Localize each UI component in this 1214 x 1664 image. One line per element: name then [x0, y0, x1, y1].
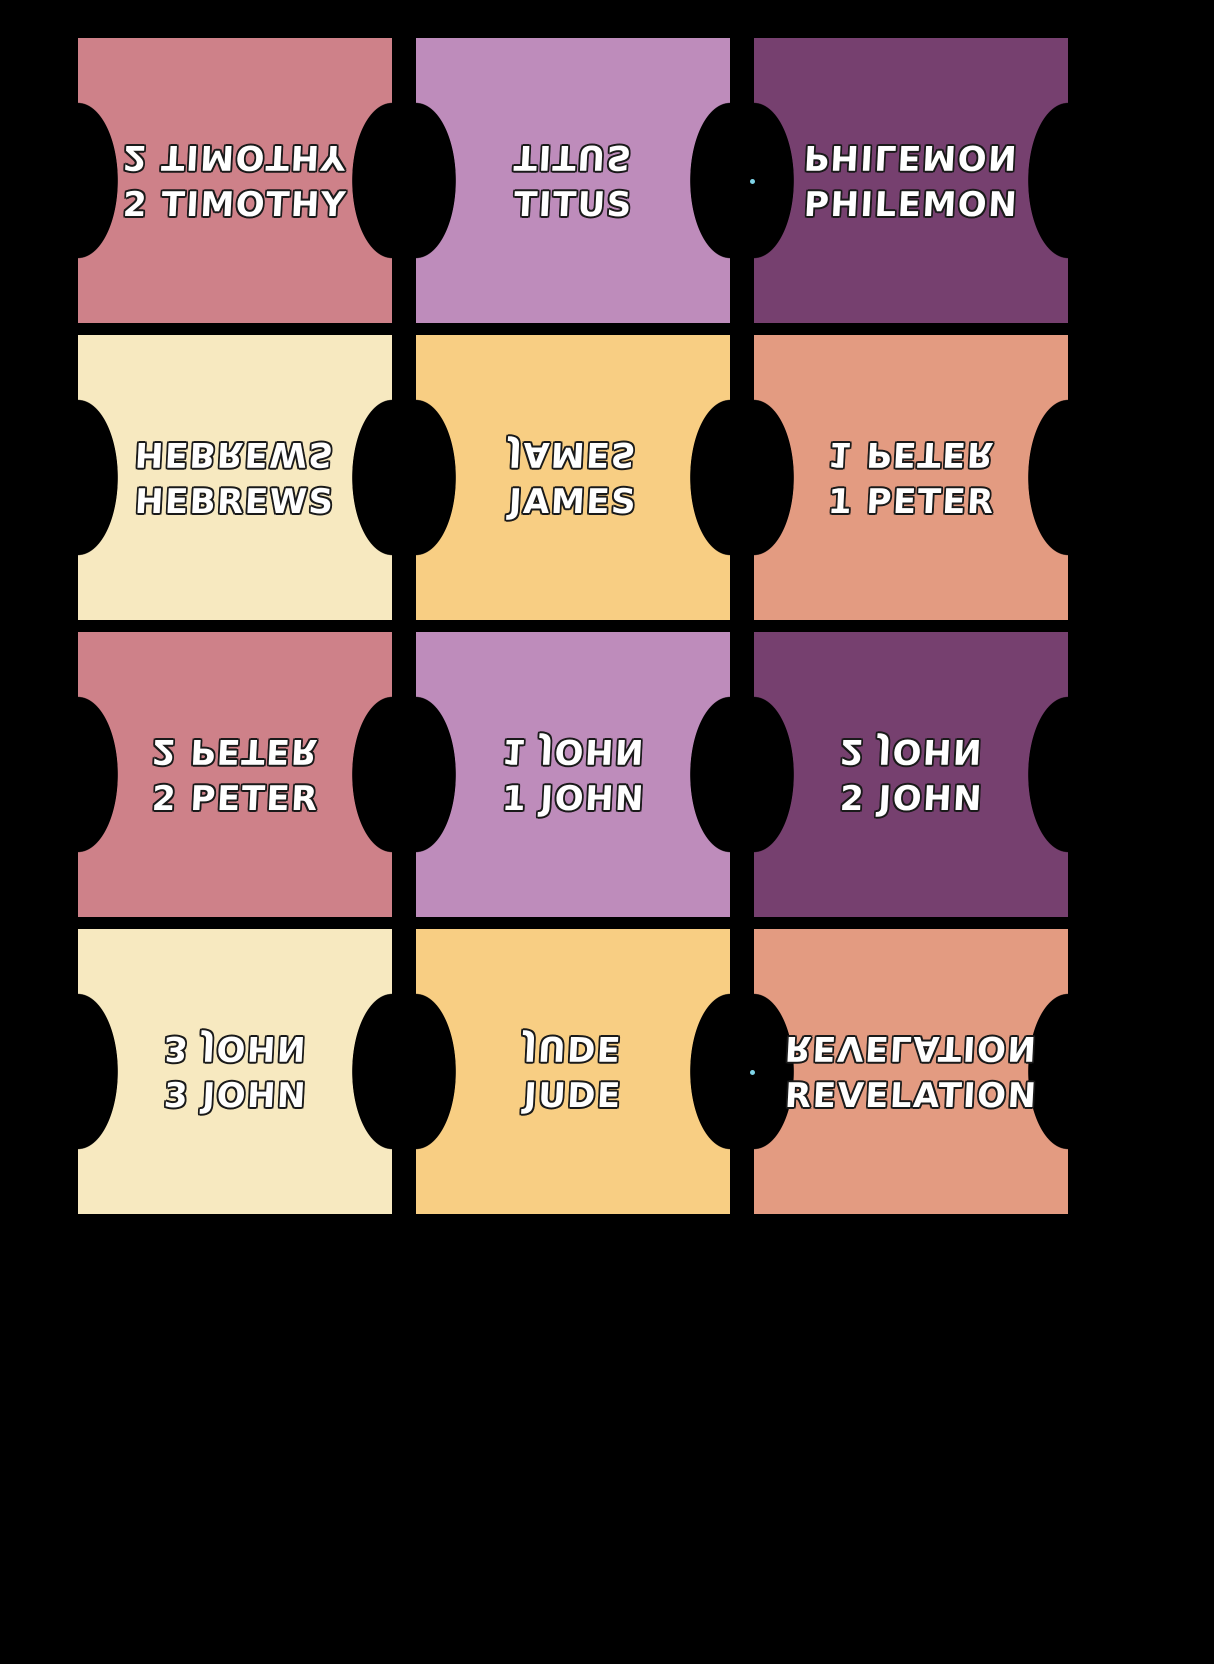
ticket-card-background [754, 929, 1068, 1214]
ticket-card-background [416, 38, 730, 323]
ticket-card-background [78, 335, 392, 620]
ticket-card-background [416, 335, 730, 620]
ticket-card-background [754, 335, 1068, 620]
ticket-card-background [754, 632, 1068, 917]
ticket-card-background [78, 38, 392, 323]
ticket-card-background [78, 929, 392, 1214]
ticket-card-background [78, 632, 392, 917]
ticket-card-background [754, 38, 1068, 323]
ticket-card-background [416, 632, 730, 917]
ticket-card-background [416, 929, 730, 1214]
